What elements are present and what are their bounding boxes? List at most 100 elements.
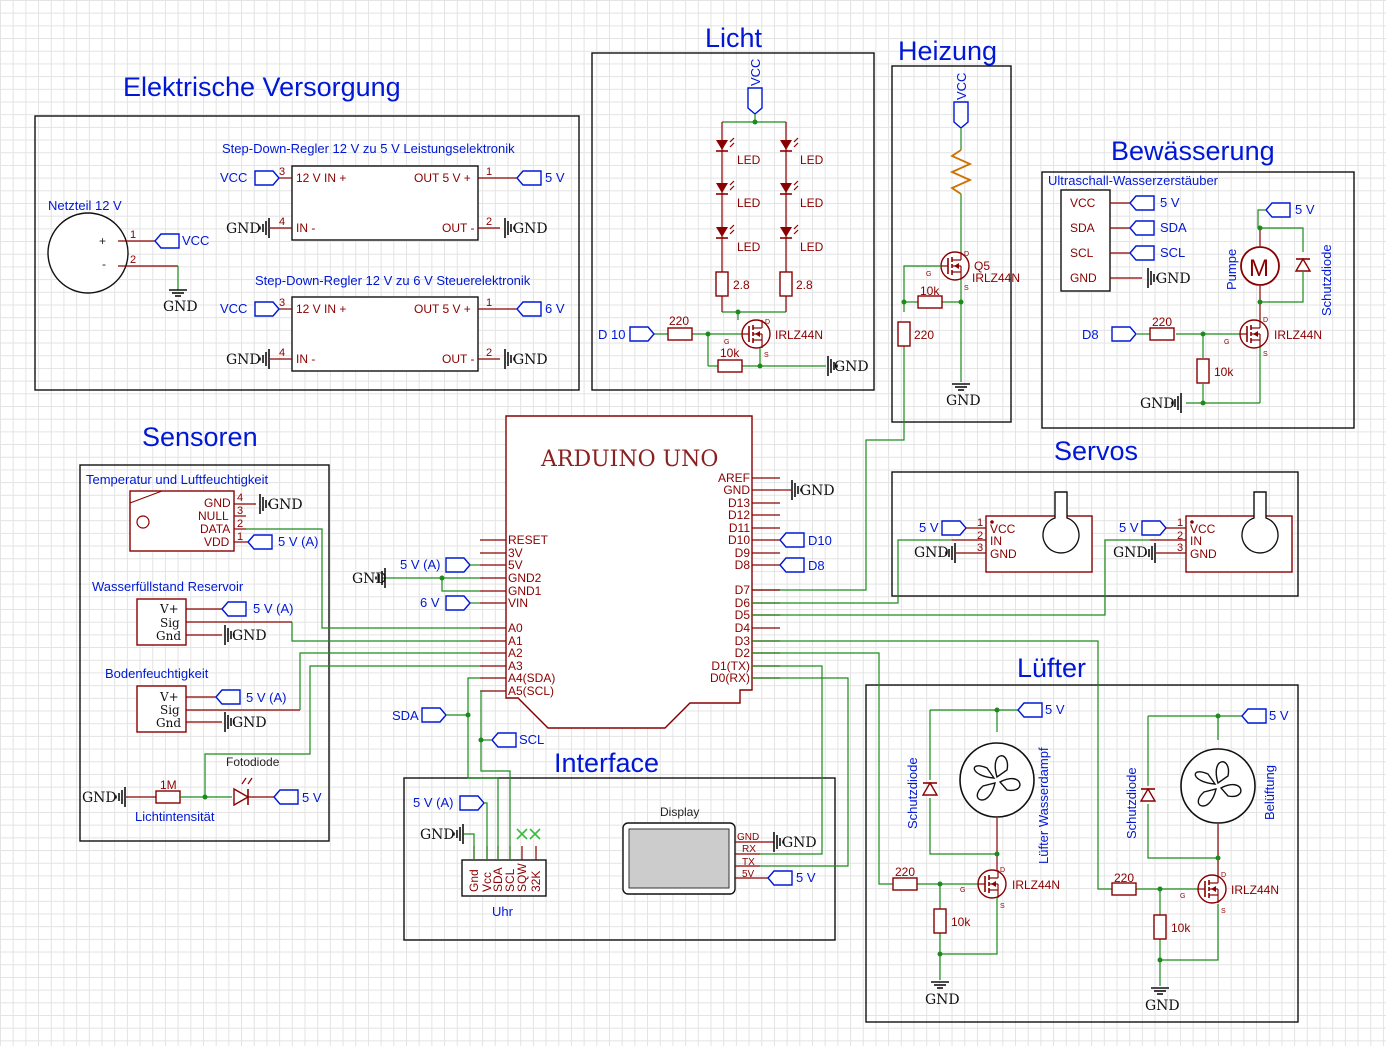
svg-text:3: 3 — [237, 505, 243, 517]
svg-text:2.8: 2.8 — [796, 278, 813, 292]
title-heizung: Heizung — [898, 36, 997, 66]
svg-text:5 V (A): 5 V (A) — [253, 601, 293, 616]
section-frames — [34, 52, 1355, 1023]
svg-text:1: 1 — [1177, 517, 1183, 529]
svg-text:3: 3 — [279, 166, 285, 178]
svg-text:-: - — [102, 257, 106, 271]
arduino-pin-left: 3V — [508, 546, 523, 560]
fan-2-label: Belüftung — [1262, 765, 1277, 820]
svg-text:S: S — [1263, 351, 1268, 358]
svg-text:LED: LED — [737, 240, 761, 254]
svg-text:GND: GND — [990, 547, 1017, 561]
svg-text:D: D — [964, 251, 969, 258]
svg-text:V+: V+ — [159, 690, 179, 704]
svg-text:IRLZ44N: IRLZ44N — [1012, 878, 1060, 892]
svg-text:GND: GND — [268, 497, 303, 513]
svg-text:VCC: VCC — [1190, 522, 1216, 536]
svg-text:5 V: 5 V — [1119, 520, 1139, 535]
svg-text:2: 2 — [977, 530, 983, 542]
arduino-pin-left: RESET — [508, 533, 549, 547]
title-luefter: Lüfter — [1017, 653, 1086, 683]
arduino-pin-right: D1(TX) — [711, 659, 750, 673]
boden-sensor-box — [136, 685, 187, 733]
svg-text:IN -: IN - — [296, 221, 315, 235]
svg-text:GND: GND — [232, 628, 267, 644]
svg-text:5 V: 5 V — [796, 870, 816, 885]
arduino-pin-right: D8 — [735, 558, 751, 572]
svg-text:Sig: Sig — [160, 616, 180, 630]
svg-text:SDA: SDA — [1070, 221, 1095, 235]
rtc-pin-label: SQW — [515, 863, 529, 892]
svg-text:IRLZ44N: IRLZ44N — [775, 328, 823, 342]
svg-text:GND: GND — [420, 827, 455, 843]
arduino-pin-right: D6 — [735, 596, 751, 610]
arduino-pin-right: D4 — [735, 621, 751, 635]
arduino-uno: ARDUINO UNO RESET3V5VGND2GND1VINA0A1A2A3… — [352, 415, 835, 748]
svg-text:4: 4 — [279, 216, 285, 228]
servo-2: 5 V GND 1 2 3 VCC IN GND — [1113, 491, 1293, 573]
arduino-pin-left: A0 — [508, 621, 523, 635]
arduino-pin-left: GND1 — [508, 584, 542, 598]
svg-text:1: 1 — [486, 297, 492, 309]
svg-text:5 V (A): 5 V (A) — [413, 795, 453, 810]
arduino-pin-right: D12 — [728, 508, 750, 522]
svg-text:4: 4 — [237, 492, 243, 504]
svg-text:D10: D10 — [808, 533, 832, 548]
svg-text:OUT 5 V +: OUT 5 V + — [414, 171, 471, 185]
svg-text:GND: GND — [82, 790, 117, 806]
arduino-pin-right: AREF — [718, 471, 750, 485]
svg-text:5 V: 5 V — [1160, 195, 1180, 210]
arduino-pin-right: D0(RX) — [710, 671, 750, 685]
pump-motor-symbol — [1240, 246, 1280, 286]
svg-text:GND: GND — [1070, 271, 1097, 285]
no-connect-markers — [516, 828, 541, 840]
title-licht: Licht — [705, 23, 763, 53]
lichtintensitaet-label: Lichtintensität — [135, 809, 215, 824]
arduino-pin-left: A2 — [508, 646, 523, 660]
regler1-title: Step-Down-Regler 12 V zu 5 V Leistungsel… — [222, 141, 515, 156]
svg-text:OUT -: OUT - — [442, 221, 474, 235]
svg-text:2: 2 — [237, 518, 243, 530]
svg-text:5 V (A): 5 V (A) — [400, 557, 440, 572]
luefter-section: 5 V Schutzdiode Lüfter Wasserdampf 220 G… — [752, 640, 1289, 1014]
arduino-pin-right: D10 — [728, 533, 750, 547]
svg-text:IN -: IN - — [296, 352, 315, 366]
svg-text:3: 3 — [977, 542, 983, 554]
svg-text:Pumpe: Pumpe — [1224, 249, 1239, 290]
svg-text:GND: GND — [226, 221, 261, 237]
arduino-pin-right: D9 — [735, 546, 751, 560]
svg-text:GND: GND — [204, 496, 231, 510]
svg-text:VCC: VCC — [990, 522, 1016, 536]
svg-text:DATA: DATA — [200, 522, 230, 536]
bew-schutzdiode-label: Schutzdiode — [1319, 244, 1334, 316]
svg-text:S: S — [1000, 903, 1005, 910]
svg-text:GND: GND — [737, 832, 759, 843]
svg-text:10k: 10k — [720, 346, 740, 360]
svg-text:NULL: NULL — [198, 509, 229, 523]
svg-text:1: 1 — [486, 166, 492, 178]
svg-text:G: G — [1180, 893, 1185, 900]
arduino-pin-right: GND — [723, 483, 750, 497]
svg-text:10k: 10k — [1171, 921, 1191, 935]
svg-text:TX: TX — [742, 857, 755, 868]
fan-2-icon — [1180, 748, 1256, 824]
svg-text:5 V: 5 V — [1269, 708, 1289, 723]
svg-text:SCL: SCL — [519, 732, 544, 747]
svg-text:2: 2 — [486, 216, 492, 228]
svg-text:Q5: Q5 — [974, 259, 990, 273]
svg-text:Schutzdiode: Schutzdiode — [1124, 767, 1139, 839]
svg-text:G: G — [1224, 339, 1229, 346]
svg-text:Gnd: Gnd — [156, 716, 181, 730]
svg-text:LED: LED — [800, 196, 824, 210]
svg-text:VDD: VDD — [204, 535, 230, 549]
bewaesserung-section: Ultraschall-Wasserzerstäuber VCC SDA SCL… — [1048, 173, 1334, 414]
svg-text:G: G — [926, 271, 931, 278]
netzteil-vcc-net: VCC — [182, 233, 209, 248]
licht-section: VCC LED LED LED LED LED LED 2.8 2.8 D 10… — [598, 59, 869, 377]
svg-text:3: 3 — [1177, 542, 1183, 554]
svg-text:VCC: VCC — [954, 73, 969, 100]
rtc-pin-label: Gnd — [467, 869, 481, 892]
rtc-pin-label: Vcc — [480, 872, 494, 892]
fan-1-icon — [959, 742, 1035, 818]
svg-text:GND: GND — [1156, 271, 1191, 287]
